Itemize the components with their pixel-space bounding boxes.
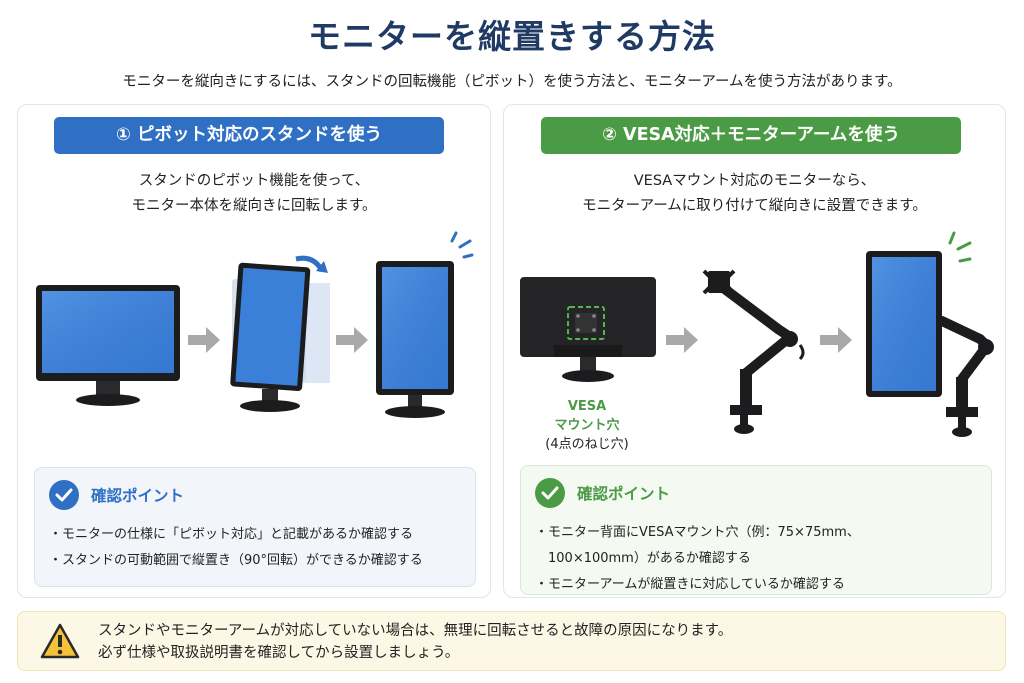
list-item: スタンドの可動範囲で縦置き（90°回転）ができるか確認する: [49, 548, 423, 574]
method1-check-box: 確認ポイント モニターの仕様に「ピボット対応」と記載があるか確認する スタンドの…: [34, 467, 476, 587]
monitor-arm-portrait-illustration: [866, 231, 994, 437]
method2-check-title: 確認ポイント: [577, 485, 671, 503]
vesa-label-line3: (4点のねじ穴): [545, 437, 629, 452]
monitor-back-vesa-illustration: [520, 277, 656, 382]
vesa-label-line1: VESA: [567, 399, 607, 414]
monitor-portrait-illustration: [376, 231, 474, 418]
warning-line2: 必ず仕様や取扱説明書を確認してから設置しましょう。: [98, 645, 460, 661]
list-item: 100×100mm）があるか確認する: [548, 551, 751, 566]
right-arrow-icon: [188, 327, 220, 353]
method1-panel: ① ピボット対応のスタンドを使う スタンドのピボット機能を使って、 モニター本体…: [17, 104, 491, 598]
vesa-label-line2: マウント穴: [554, 418, 620, 433]
warning-line1: スタンドやモニターアームが対応していない場合は、無理に回転させると故障の原因にな…: [98, 623, 733, 639]
list-item: モニター背面にVESAマウント穴（例：75×75mm、: [535, 520, 860, 546]
warning-text: スタンドやモニターアームが対応していない場合は、無理に回転させると故障の原因にな…: [98, 620, 732, 664]
page-subtitle: モニターを縦向きにするには、スタンドの回転機能（ピボット）を使う方法と、モニター…: [122, 74, 902, 90]
check-circle-icon-2: [535, 478, 565, 508]
method2-desc-line2: モニターアームに取り付けて縦向きに設置できます。: [582, 198, 927, 214]
method2-panel: ② VESA対応＋モニターアームを使う VESAマウント対応のモニターなら、 モ…: [503, 104, 1006, 598]
method1-desc-line2: モニター本体を縦向きに回転します。: [131, 198, 377, 214]
method1-desc-line1: スタンドのピボット機能を使って、: [138, 173, 370, 189]
method1-bullets: モニターの仕様に「ピボット対応」と記載があるか確認する スタンドの可動範囲で縦置…: [49, 522, 423, 574]
method2-bullets: モニター背面にVESAマウント穴（例：75×75mm、 100×100mm）があ…: [535, 520, 860, 598]
monitor-arm-illustration: [702, 269, 805, 434]
method2-check-box: 確認ポイント モニター背面にVESAマウント穴（例：75×75mm、 100×1…: [520, 465, 992, 595]
list-item: モニターの仕様に「ピボット対応」と記載があるか確認する: [49, 522, 423, 548]
right-arrow-icon-3: [666, 327, 698, 353]
method2-heading: ② VESA対応＋モニターアームを使う: [541, 117, 961, 154]
method2-description: VESAマウント対応のモニターなら、 モニターアームに取り付けて縦向きに設置でき…: [504, 169, 1005, 219]
method2-desc-line1: VESAマウント対応のモニターなら、: [633, 173, 876, 189]
method1-heading: ① ピボット対応のスタンドを使う: [54, 117, 444, 154]
monitor-landscape-illustration: [36, 285, 180, 406]
list-item: モニターアームが縦置きに対応しているか確認する: [535, 572, 860, 598]
check-circle-icon: [49, 480, 79, 510]
right-arrow-icon-4: [820, 327, 852, 353]
method1-check-title: 確認ポイント: [91, 487, 185, 505]
right-arrow-icon-2: [336, 327, 368, 353]
warning-triangle-icon: [40, 623, 80, 659]
monitor-rotating-illustration: [230, 255, 330, 412]
vesa-label: VESA マウント穴 (4点のねじ穴): [512, 397, 662, 454]
method1-description: スタンドのピボット機能を使って、 モニター本体を縦向きに回転します。: [18, 169, 490, 219]
warning-box: スタンドやモニターアームが対応していない場合は、無理に回転させると故障の原因にな…: [17, 611, 1006, 671]
page-title: モニターを縦置きする方法: [308, 17, 716, 56]
